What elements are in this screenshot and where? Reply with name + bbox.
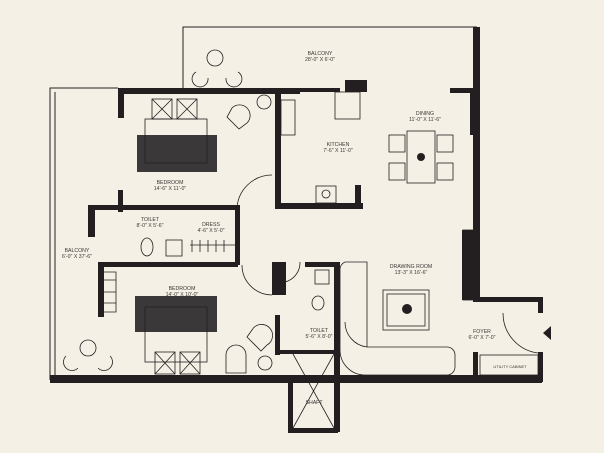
bedroom-1-size: 14'-6" X 11'-0" (154, 186, 187, 192)
sofa (339, 261, 456, 376)
furniture (63, 49, 539, 429)
drawing-room-size: 13'-3" X 16'-6" (395, 270, 428, 276)
entrance-arrow-icon (543, 326, 551, 340)
drawing-room-name: DRAWING ROOM (390, 264, 432, 270)
balcony-left-name: BALCONY (65, 248, 90, 254)
utility-cabinet-name: UTILITY CABINET (493, 364, 527, 369)
balcony-top-name: BALCONY (308, 51, 333, 57)
dress-size: 4'-6" X 5'-0" (197, 228, 224, 234)
balcony-top-size: 28'-0" X 6'-0" (305, 57, 335, 63)
drawing-room-rug (382, 289, 430, 331)
dining-table (406, 130, 436, 184)
bedroom-1-rug (137, 135, 217, 172)
dining-size: 11'-0" X 11'-6" (409, 117, 441, 123)
balcony-left-size: 6'-0" X 37'-6" (62, 254, 92, 260)
dress-name: DRESS (202, 222, 220, 228)
kitchen-size: 7'-6" X 11'-0" (323, 148, 353, 154)
toilet-1-size: 8'-0" X 5'-6" (136, 223, 163, 229)
bedroom-2-name: BEDROOM (169, 286, 196, 292)
kitchen-name: KITCHEN (327, 142, 350, 148)
bedroom-1-name: BEDROOM (157, 180, 184, 186)
foyer-name: FOYER (473, 329, 491, 335)
dining-name: DINING (416, 111, 434, 117)
bedroom-2-size: 14'-0" X 10'-0" (166, 292, 199, 298)
shaft-name: SHAFT (305, 400, 323, 406)
balcony-outlines (49, 26, 477, 380)
toilet-1-name: TOILET (141, 217, 160, 223)
room-labels: BALCONY 28'-0" X 6'-0" BEDROOM 14'-6" X … (62, 51, 527, 406)
toilet-2-size: 5'-6" X 8'-0" (305, 334, 332, 340)
toilet-2-name: TOILET (310, 328, 329, 334)
walls (50, 27, 543, 433)
bedroom-2-rug (135, 296, 217, 332)
foyer-size: 6'-0" X 7'-0" (468, 335, 495, 341)
